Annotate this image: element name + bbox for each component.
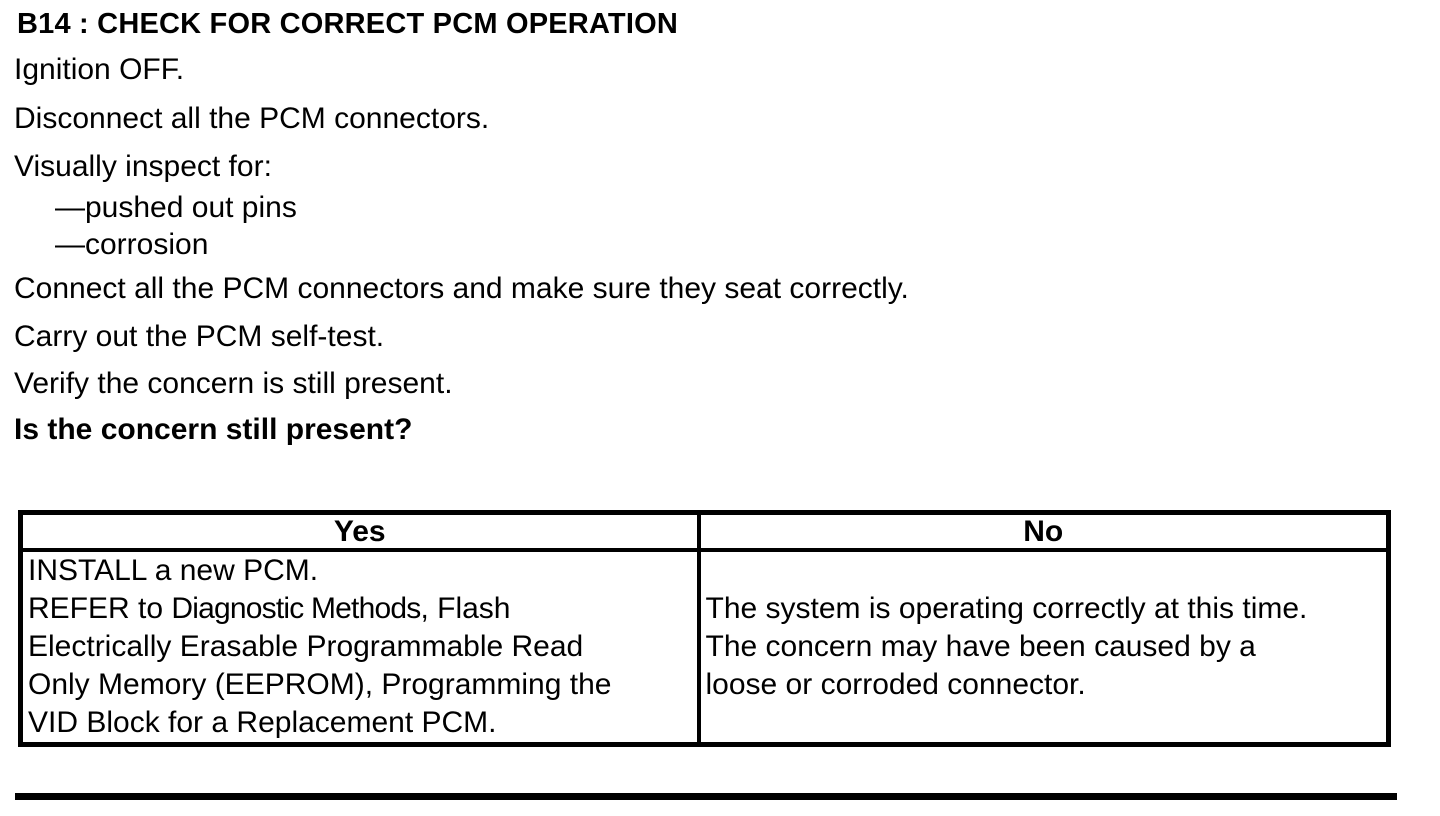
no-action-cell: The system is operating correctly at thi… [696, 548, 1391, 747]
yes-action-text: INSTALL a new PCM. REFER to Diagnostic M… [23, 552, 697, 742]
step-connect-connectors: Connect all the PCM connectors and make … [14, 272, 909, 305]
yes-action-line4: Only Memory (EEPROM), Programming the [28, 668, 612, 701]
refer-document-title: Diagnostic Methods [171, 592, 421, 625]
question-concern-still-present: Is the concern still present? [14, 413, 413, 446]
yes-action-line2-rest: , Flash [420, 592, 511, 625]
no-action-line3: loose or corroded connector. [705, 668, 1086, 701]
yes-action-line3: Electrically Erasable Programmable Read [28, 630, 584, 663]
yes-column-header: Yes [18, 510, 701, 552]
results-table-body-row: INSTALL a new PCM. REFER to Diagnostic M… [18, 548, 1391, 747]
refer-prefix: REFER to [28, 592, 172, 625]
step-ignition-off: Ignition OFF. [14, 53, 185, 86]
step-self-test: Carry out the PCM self-test. [14, 320, 385, 353]
yes-action-line5: VID Block for a Replacement PCM. [28, 706, 497, 739]
step-verify-concern: Verify the concern is still present. [14, 367, 453, 400]
results-table-header-row: Yes No [18, 510, 1391, 552]
yes-action-cell: INSTALL a new PCM. REFER to Diagnostic M… [18, 548, 701, 747]
inspection-item-corrosion: —corrosion [55, 228, 209, 261]
no-action-text: The system is operating correctly at thi… [701, 590, 1387, 704]
no-action-line2: The concern may have been caused by a [705, 630, 1256, 663]
page-title: B14 : CHECK FOR CORRECT PCM OPERATION [17, 8, 679, 40]
no-action-line1: The system is operating correctly at thi… [705, 592, 1308, 625]
yes-action-line1: INSTALL a new PCM. [28, 554, 319, 587]
step-disconnect-connectors: Disconnect all the PCM connectors. [14, 102, 490, 135]
page-bottom-divider [15, 793, 1397, 800]
no-column-header: No [696, 510, 1391, 552]
results-table: Yes No INSTALL a new PCM. REFER to Diagn… [18, 510, 1391, 747]
inspection-item-pushed-out-pins: —pushed out pins [55, 191, 297, 224]
step-visually-inspect: Visually inspect for: [14, 150, 272, 183]
